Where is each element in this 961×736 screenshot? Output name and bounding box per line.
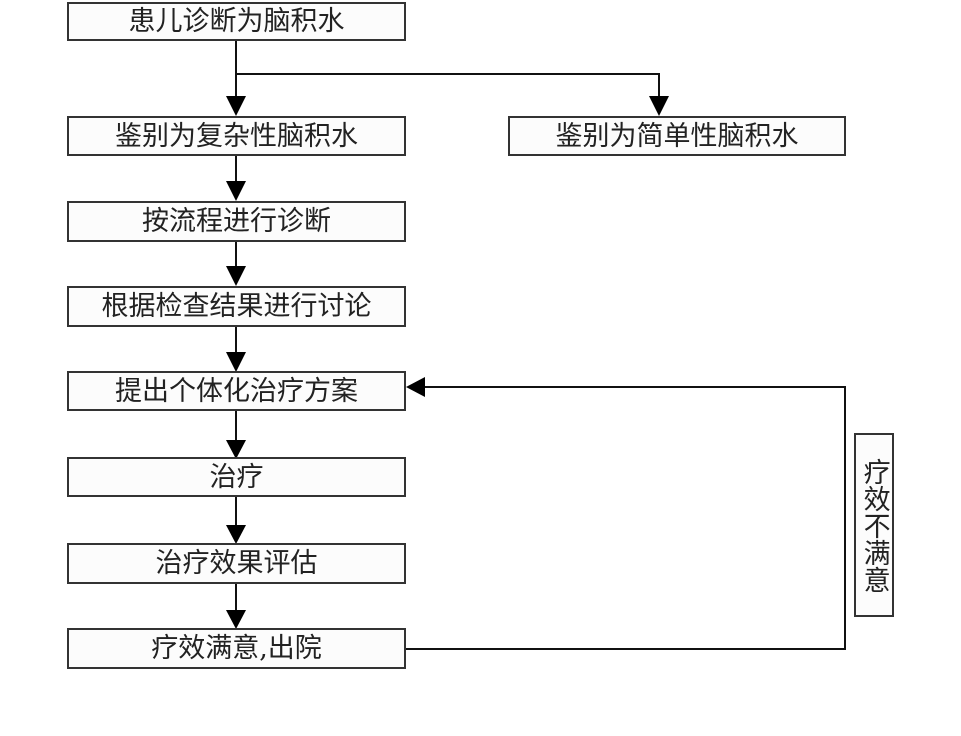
node-label: 提出个体化治疗方案 [115, 375, 358, 407]
arrowhead-n7-n8 [226, 525, 246, 544]
node-label: 按流程进行诊断 [142, 206, 331, 237]
edge-n1-n3 [236, 73, 660, 96]
arrowhead-n8-n9 [226, 610, 246, 629]
node-label: 根据检查结果进行讨论 [101, 291, 372, 322]
arrowhead-n1-n3 [649, 96, 669, 116]
node-label: 鉴别为简单性脑积水 [555, 120, 799, 152]
node-hydrocephalus-diagnosis: 患儿诊断为脑积水 [67, 2, 406, 41]
arrowhead-n4-n5 [226, 266, 246, 286]
node-effect-evaluation: 治疗效果评估 [67, 543, 406, 584]
node-label: 治疗效果评估 [155, 548, 318, 579]
node-diagnose-by-process: 按流程进行诊断 [67, 201, 406, 242]
arrowhead-n2-n4 [226, 181, 246, 201]
node-individual-plan: 提出个体化治疗方案 [67, 371, 406, 411]
arrowhead-n9-n6 [406, 377, 425, 397]
arrowhead-n6-n7 [226, 440, 246, 459]
node-simple-hydrocephalus: 鉴别为简单性脑积水 [508, 116, 846, 156]
node-label: 鉴别为复杂性脑积水 [115, 120, 358, 152]
edge-label-unsatisfied: 疗效不满意 [854, 433, 894, 617]
node-label: 治疗 [209, 461, 264, 493]
node-discuss-results: 根据检查结果进行讨论 [67, 286, 406, 327]
edge-label-text: 疗效不满意 [858, 457, 890, 593]
node-complex-hydrocephalus: 鉴别为复杂性脑积水 [67, 116, 406, 156]
node-label: 疗效满意,出院 [151, 633, 322, 664]
arrowhead-n5-n6 [226, 352, 246, 372]
node-treatment: 治疗 [67, 457, 406, 497]
node-satisfied-discharge: 疗效满意,出院 [67, 628, 406, 669]
arrowhead-n1-n2 [226, 96, 246, 116]
edge-n9-n6-feedback [405, 386, 846, 650]
node-label: 患儿诊断为脑积水 [128, 6, 345, 37]
